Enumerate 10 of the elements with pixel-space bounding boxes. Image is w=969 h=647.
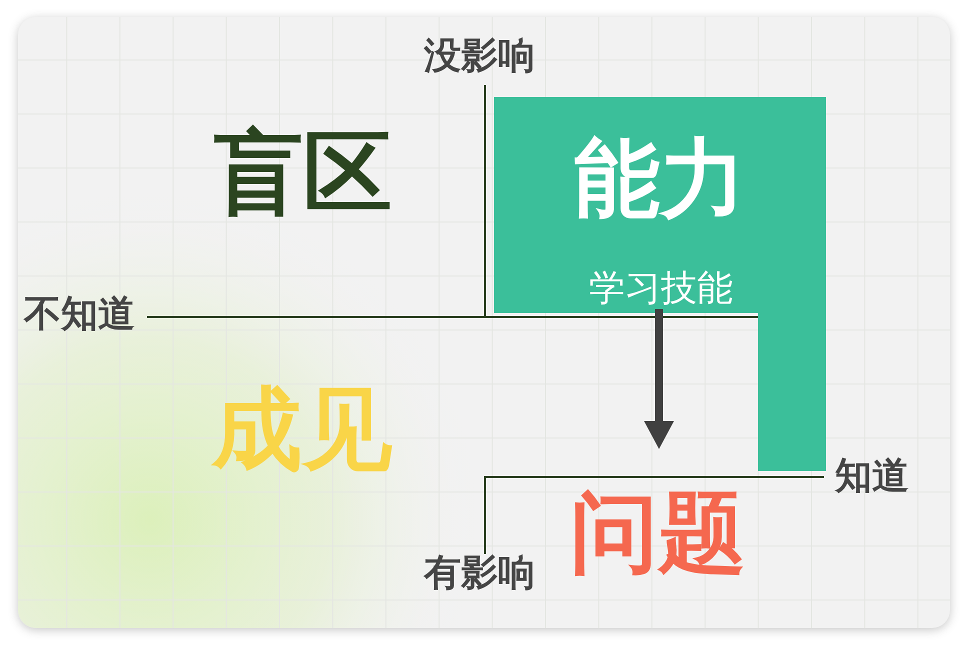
axis-label: 不知道 — [24, 295, 135, 332]
l-shaped-panel — [494, 97, 826, 471]
quadrant-title: 问题 — [560, 487, 756, 579]
axis-label: 有影响 — [424, 554, 535, 591]
axis-label: 知道 — [835, 457, 909, 494]
quadrant-title: 成见 — [212, 385, 392, 475]
panel-title: 能力 — [573, 136, 747, 222]
subtitle-text: 学习技能 — [581, 269, 741, 309]
axis-label: 没影响 — [424, 37, 535, 74]
arrow — [644, 309, 674, 449]
